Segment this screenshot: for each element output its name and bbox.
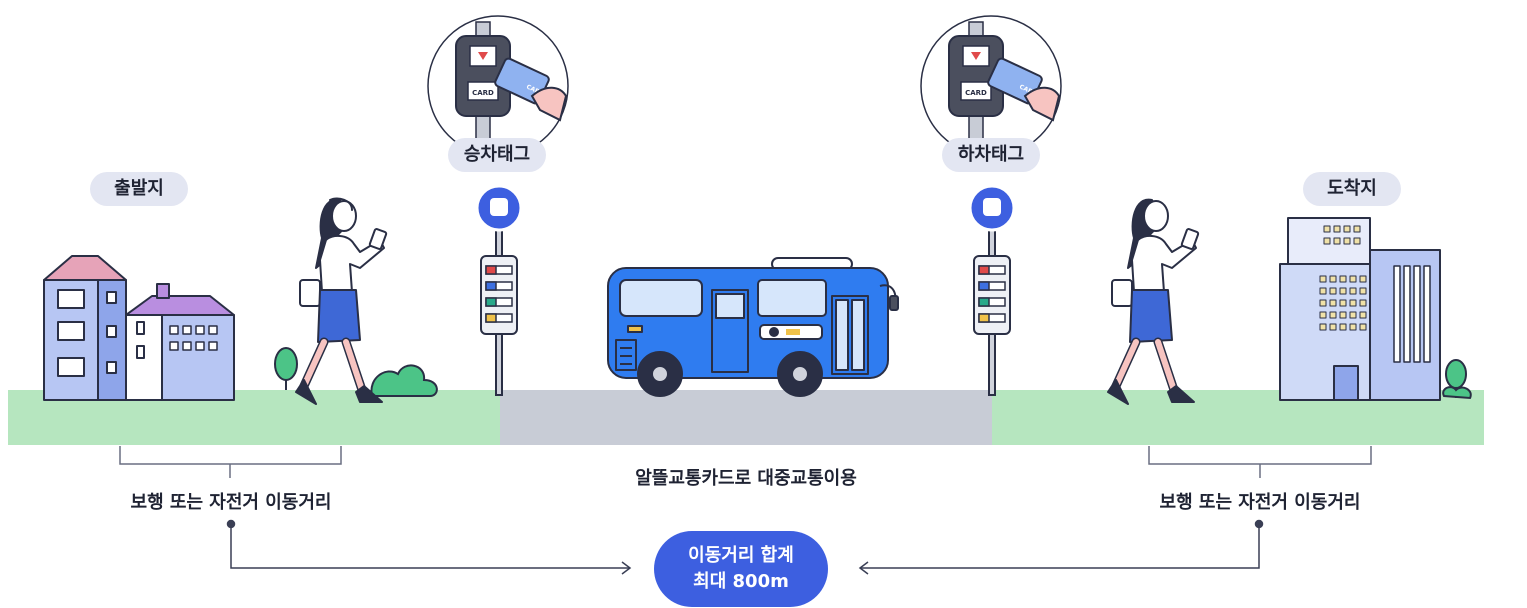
road [500,390,992,445]
total-distance-badge: 이동거리 합계 최대 800m [654,531,828,607]
destination-label: 도착지 [1303,172,1401,206]
board-tag-label: 승차태그 [448,138,546,172]
tree-icon-right [1442,359,1472,400]
card-reader-icon-right: CARD CARD [920,15,1062,157]
origin-building-icon [43,255,235,401]
distance-brackets [119,446,1372,478]
arrow-right-connector [858,519,1264,575]
bus-icon [607,257,899,397]
total-distance-title: 이동거리 합계 [688,545,794,566]
reader-card-text: CARD [472,89,494,97]
walk-distance-right-label: 보행 또는 자전거 이동거리 [1159,492,1361,513]
svg-text:CARD: CARD [965,89,987,97]
tree-icon [274,347,298,390]
alight-tag-label: 하차태그 [942,138,1040,172]
walk-distance-left-label: 보행 또는 자전거 이동거리 [130,492,332,513]
transit-label: 알뜰교통카드로 대중교통이용 [635,468,857,489]
woman-walking-icon-right [1107,198,1200,405]
arrow-left-connector [226,519,632,575]
total-distance-max: 최대 800m [693,571,789,592]
bus-stop-icon-right [968,184,1016,396]
card-reader-icon-left: CARD CARD [427,15,569,157]
woman-walking-icon-left [295,197,388,405]
destination-building-icon [1279,217,1441,401]
bush-icon [370,364,438,397]
bus-stop-icon-left [475,184,523,396]
origin-label: 출발지 [90,172,188,206]
